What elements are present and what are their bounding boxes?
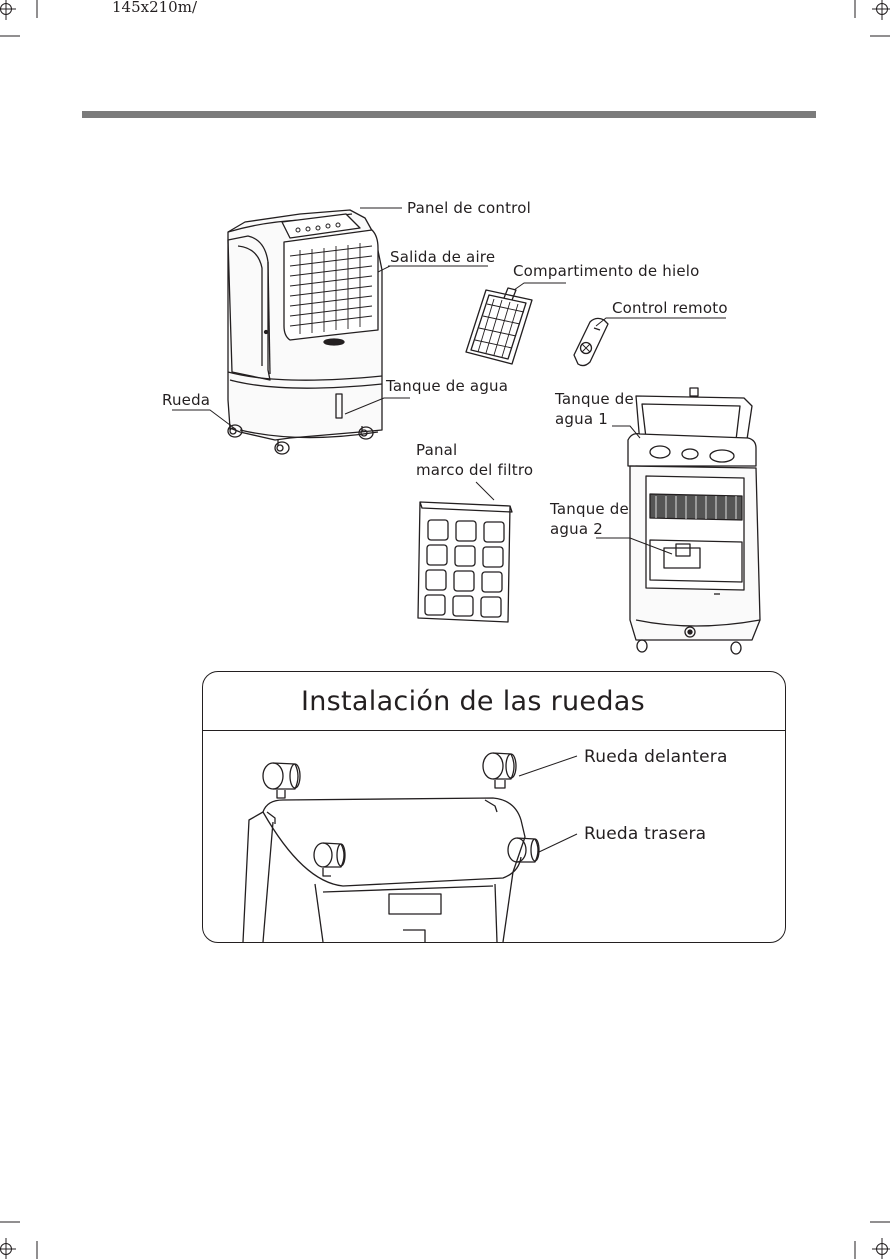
label-remote-control: Control remoto — [612, 298, 728, 318]
air-cooler-illustration — [228, 210, 382, 454]
label-water-tank-1-num: 1 — [598, 410, 608, 428]
label-water-tank-1-line2: agua 1 — [555, 409, 608, 429]
label-water-tank-2-line1: Tanque de — [550, 499, 629, 519]
label-filter-line2: marco del filtro — [416, 460, 533, 480]
label-water-tank-2-word: agua — [550, 520, 588, 538]
label-water-tank-1-word: agua — [555, 410, 593, 428]
label-air-outlet: Salida de aire — [390, 247, 495, 267]
remote-control-illustration — [574, 318, 608, 365]
label-ice-compartment: Compartimento de hielo — [513, 261, 700, 281]
label-water-tank: Tanque de agua — [386, 376, 508, 396]
wheel-installation-illustration — [203, 672, 785, 942]
filter-frame-illustration — [418, 502, 512, 622]
wheel-installation-panel: Instalación de las ruedas — [202, 671, 786, 943]
label-rear-wheel: Rueda trasera — [584, 823, 706, 845]
label-filter-line1: Panal — [416, 440, 457, 460]
label-front-wheel: Rueda delantera — [584, 746, 728, 768]
ice-pack-illustration — [466, 288, 532, 364]
label-wheel: Rueda — [162, 390, 210, 410]
label-water-tank-2-line2: agua 2 — [550, 519, 603, 539]
label-water-tank-2-num: 2 — [593, 520, 603, 538]
label-water-tank-1-line1: Tanque de — [555, 389, 634, 409]
label-control-panel: Panel de control — [407, 198, 531, 218]
open-cooler-illustration — [628, 388, 760, 654]
